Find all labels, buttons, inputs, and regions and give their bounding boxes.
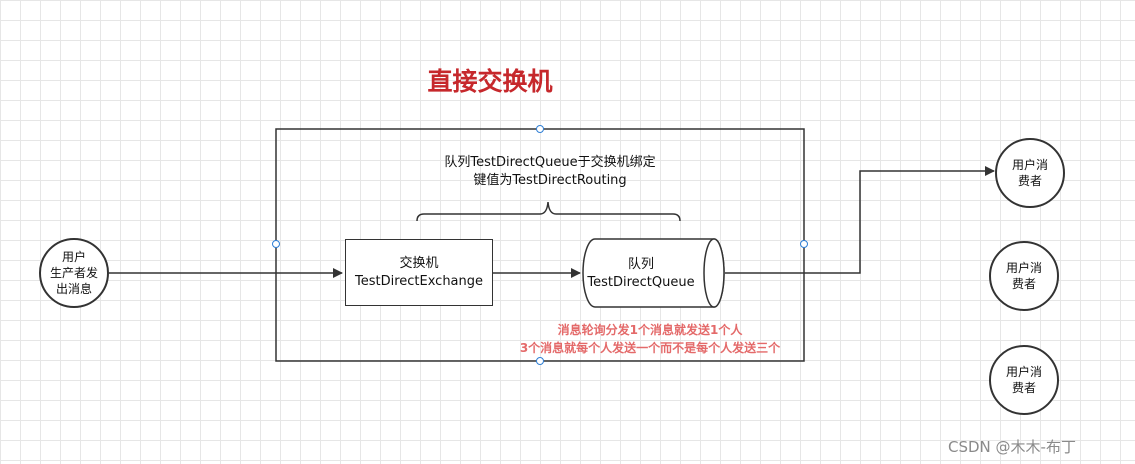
edge-queue-to-consumer[interactable] <box>725 166 995 274</box>
binding-note-line2: 键值为TestDirectRouting <box>473 173 627 188</box>
producer-label-line2: 生产者发 <box>49 266 98 280</box>
consumer-2-line2: 费者 <box>1011 277 1036 291</box>
consumer-3-line1: 用户消 <box>1005 365 1042 379</box>
consumer-1-line1: 用户消 <box>1011 158 1048 172</box>
exchange-node[interactable]: 交换机 TestDirectExchange <box>345 239 493 306</box>
consumer-3-line2: 费者 <box>1011 381 1036 395</box>
binding-brace <box>416 201 681 222</box>
producer-label-line1: 用户 <box>61 250 86 264</box>
dispatch-note-line2: 3个消息就每个人发送一个而不是每个人发送三个 <box>519 341 781 355</box>
resize-handle-top[interactable] <box>536 125 544 133</box>
queue-label-line2: TestDirectQueue <box>587 275 695 290</box>
consumer-node-1[interactable]: 用户消 费者 <box>995 138 1065 208</box>
queue-label-line1: 队列 <box>627 257 654 272</box>
dispatch-note: 消息轮询分发1个消息就发送1个人 3个消息就每个人发送一个而不是每个人发送三个 <box>490 321 810 357</box>
consumer-1-line2: 费者 <box>1017 174 1042 188</box>
dispatch-note-line1: 消息轮询分发1个消息就发送1个人 <box>557 323 743 337</box>
queue-label: 队列 TestDirectQueue <box>582 256 700 292</box>
watermark: CSDN @木木-布丁 <box>948 438 1076 456</box>
producer-node[interactable]: 用户 生产者发 出消息 <box>39 238 109 308</box>
consumer-node-2[interactable]: 用户消 费者 <box>989 241 1059 311</box>
consumer-label-1: 用户消 费者 <box>1012 157 1048 189</box>
exchange-label-line2: TestDirectExchange <box>354 273 484 289</box>
consumer-label-3: 用户消 费者 <box>1006 364 1042 396</box>
resize-handle-left[interactable] <box>272 240 280 248</box>
consumer-2-line1: 用户消 <box>1005 261 1042 275</box>
queue-cylinder[interactable] <box>582 238 725 308</box>
resize-handle-right[interactable] <box>800 240 808 248</box>
producer-label: 用户 生产者发 出消息 <box>50 249 98 297</box>
consumer-label-2: 用户消 费者 <box>1006 260 1042 292</box>
consumer-node-3[interactable]: 用户消 费者 <box>989 345 1059 415</box>
exchange-label-line1: 交换机 <box>399 255 439 271</box>
producer-label-line3: 出消息 <box>55 282 92 296</box>
binding-note: 队列TestDirectQueue于交换机绑定 键值为TestDirectRou… <box>400 154 700 190</box>
binding-note-line1: 队列TestDirectQueue于交换机绑定 <box>444 155 656 170</box>
resize-handle-bottom[interactable] <box>536 357 544 365</box>
diagram-title: 直接交换机 <box>427 67 553 96</box>
